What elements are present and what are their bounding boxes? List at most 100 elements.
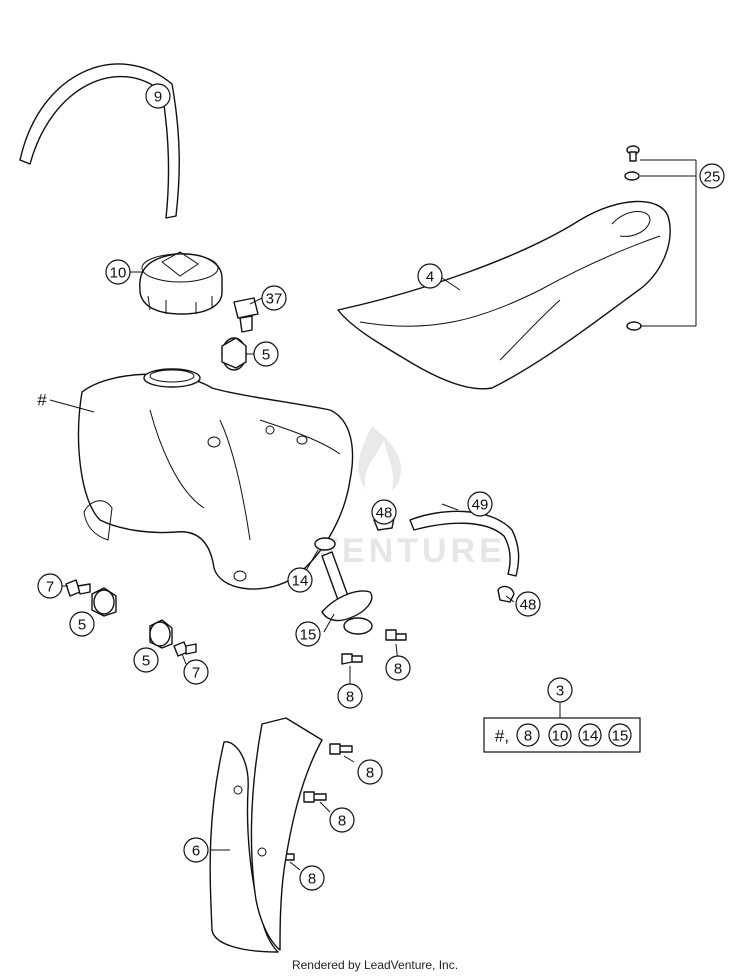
- callout-number: 15: [300, 627, 317, 644]
- bolt-part: [233, 297, 259, 333]
- callout-number: 3: [556, 683, 564, 700]
- callout-3: 3: [547, 677, 573, 703]
- callout-circle: [287, 567, 313, 593]
- callout-number: 9: [154, 89, 162, 106]
- callout-8: 8: [299, 865, 325, 891]
- callout-circle: [253, 341, 279, 367]
- callout-circle: [183, 837, 209, 863]
- callout-number: 37: [266, 291, 283, 308]
- callout-number: 8: [308, 871, 316, 888]
- callout-circle: [69, 611, 95, 637]
- callout-number: 8: [346, 689, 354, 706]
- callout-15: 15: [295, 621, 321, 647]
- kit-item-15: 15: [608, 723, 632, 747]
- callout-4: 4: [417, 263, 443, 289]
- rubber-bushing-part: [221, 337, 247, 371]
- callout-5: 5: [253, 341, 279, 367]
- callout-circle: [299, 865, 325, 891]
- rubber-bushing-part: [91, 587, 117, 617]
- callout-48: 48: [515, 591, 541, 617]
- callout-circle: [133, 647, 159, 673]
- callout-circle: [515, 591, 541, 617]
- callout-8: 8: [329, 807, 355, 833]
- kit-item-number: 10: [552, 728, 569, 745]
- fuel-tap-part: [321, 551, 373, 635]
- kit-item-8: 8: [516, 723, 540, 747]
- kit-item-number: 15: [612, 728, 629, 745]
- callout-number: 8: [366, 765, 374, 782]
- kit-callouts: 8 10 14 15: [516, 723, 632, 747]
- callout-10: 10: [105, 259, 131, 285]
- callout-circle: [699, 163, 725, 189]
- callout-number: 48: [520, 597, 537, 614]
- kit-item-circle: [516, 723, 540, 747]
- screw-part: [303, 791, 327, 803]
- rubber-bushing-part: [149, 619, 173, 649]
- callout-7: 7: [37, 573, 63, 599]
- callout-circle: [357, 759, 383, 785]
- callout-circle: [183, 659, 209, 685]
- seat-screw-part: [624, 145, 642, 331]
- fuel-cap-part: [139, 251, 223, 315]
- bolt-part: [65, 579, 91, 597]
- callout-number: 10: [110, 265, 127, 282]
- callout-circle: [295, 621, 321, 647]
- callout-37: 37: [261, 285, 287, 311]
- callout-48: 48: [371, 499, 397, 525]
- callout-14: 14: [287, 567, 313, 593]
- callout-8: 8: [337, 683, 363, 709]
- kit-item-number: 8: [524, 728, 532, 745]
- kit-item-14: 14: [578, 723, 602, 747]
- callout-number: 8: [394, 661, 402, 678]
- kit-item-number: 14: [582, 728, 599, 745]
- callout-circle: [337, 683, 363, 709]
- callout-number: 4: [426, 269, 434, 286]
- callout-49: 49: [467, 491, 493, 517]
- callout-8: 8: [385, 655, 411, 681]
- callout-circle: [417, 263, 443, 289]
- callout-number: 49: [472, 497, 489, 514]
- kit-item-10: 10: [548, 723, 572, 747]
- callout-circle: [467, 491, 493, 517]
- screw-part: [385, 629, 407, 641]
- callout-number: 7: [192, 665, 200, 682]
- callout-number: 5: [142, 653, 150, 670]
- callout-circle: [371, 499, 397, 525]
- callout-5: 5: [69, 611, 95, 637]
- fuel-tank-part: [77, 368, 354, 590]
- callout-number: 25: [704, 169, 721, 186]
- callout-circle: [105, 259, 131, 285]
- footer-credit: Rendered by LeadVenture, Inc.: [291, 958, 459, 972]
- callout-9: 9: [145, 83, 171, 109]
- callout-circle: [547, 677, 573, 703]
- kit-hash-label: #,: [495, 727, 509, 746]
- callout-5: 5: [133, 647, 159, 673]
- callout-6: 6: [183, 837, 209, 863]
- callout-number: 5: [262, 347, 270, 364]
- bolt-part: [173, 641, 197, 657]
- seat-part: [337, 200, 671, 390]
- assembly-hash-label: #: [37, 391, 47, 410]
- callout-number: 7: [46, 579, 54, 596]
- callout-8: 8: [357, 759, 383, 785]
- side-panel-part: [209, 717, 323, 953]
- callout-circle: [329, 807, 355, 833]
- callout-circle: [145, 83, 171, 109]
- callout-circle: [37, 573, 63, 599]
- kit-item-circle: [608, 723, 632, 747]
- callout-number: 48: [376, 505, 393, 522]
- callout-number: 6: [192, 843, 200, 860]
- kit-item-circle: [578, 723, 602, 747]
- screw-part: [329, 743, 353, 755]
- callout-25: 25: [699, 163, 725, 189]
- o-ring-part: [314, 537, 336, 551]
- kit-item-circle: [548, 723, 572, 747]
- callout-circle: [261, 285, 287, 311]
- callout-7: 7: [183, 659, 209, 685]
- callout-number: 14: [292, 573, 309, 590]
- callout-number: 8: [338, 813, 346, 830]
- screw-part: [341, 653, 363, 665]
- fuel-hose-part: [19, 63, 180, 219]
